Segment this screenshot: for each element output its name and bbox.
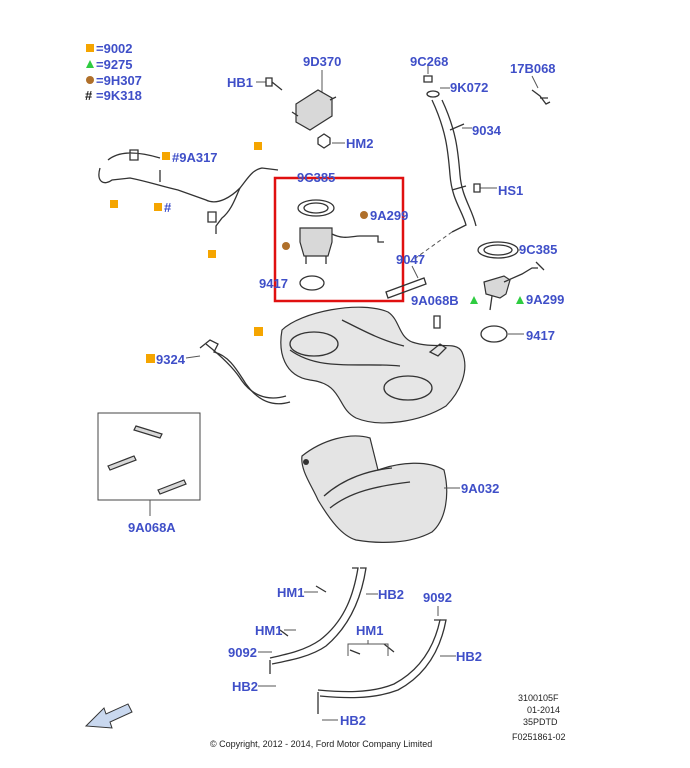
callout-HB2-c: HB2 [232, 679, 258, 694]
wiring-harness-9A317: # [98, 142, 279, 258]
legend-9275: =9275 [96, 57, 133, 72]
callout-9C268: 9C268 [410, 54, 448, 69]
callout-9A299-a: 9A299 [370, 208, 408, 223]
footer: © Copyright, 2012 - 2014, Ford Motor Com… [210, 693, 566, 749]
callout-9A032: 9A032 [461, 481, 499, 496]
callout-HB2-d: HB2 [340, 713, 366, 728]
callout-9A068A: 9A068A [128, 520, 176, 535]
tank-straps [258, 567, 456, 721]
fuel-line-9324 [146, 339, 291, 405]
legend-triangle-marker [86, 60, 94, 68]
ref-code-3: 35PDTD [523, 717, 558, 727]
callout-HB1: HB1 [227, 75, 253, 90]
callout-9092-b: 9092 [228, 645, 257, 660]
legend: =9002 =9275 =9H307 # =9K318 [85, 41, 142, 103]
callout-HS1: HS1 [498, 183, 523, 198]
highlight-box [273, 176, 405, 303]
detail-box-9A068A [97, 412, 201, 516]
callout-9C385-a: 9C385 [297, 170, 335, 185]
callout-9D370: 9D370 [303, 54, 341, 69]
orientation-arrow-icon [84, 703, 133, 729]
callout-HM1-a: HM1 [277, 585, 304, 600]
legend-9H307: =9H307 [96, 73, 142, 88]
fuel-tank [254, 306, 466, 424]
filler-pipe-9034 [409, 99, 497, 263]
fuel-pump-module-9D370 [291, 70, 337, 131]
callout-HM2: HM2 [346, 136, 373, 151]
tube-9047 [385, 265, 441, 329]
callout-9417-a: 9417 [259, 276, 288, 291]
bracket-17B068 [531, 75, 551, 105]
legend-hash-marker: # [85, 88, 93, 103]
copyright-text: © Copyright, 2012 - 2014, Ford Motor Com… [210, 739, 432, 749]
callout-HM1-c: HM1 [356, 623, 383, 638]
bolt-hb1 [256, 77, 283, 91]
filler-cap-9C268 [423, 66, 450, 98]
ref-code-4: F0251861-02 [512, 732, 566, 742]
legend-circle-marker [86, 76, 94, 84]
callout-9A068B: 9A068B [411, 293, 459, 308]
callout-HB2-b: HB2 [456, 649, 482, 664]
callout-HB2-a: HB2 [378, 587, 404, 602]
ref-code-2: 01-2014 [527, 705, 560, 715]
callout-9C385-b: 9C385 [519, 242, 557, 257]
nut-hm2 [317, 133, 345, 149]
hash-marker: # [164, 200, 172, 215]
legend-9K318: =9K318 [96, 88, 142, 103]
ref-code-1: 3100105F [518, 693, 559, 703]
legend-9002: =9002 [96, 41, 133, 56]
seal-9417 [299, 275, 325, 291]
callout-17B068: 17B068 [510, 61, 556, 76]
callout-9034: 9034 [472, 123, 502, 138]
callout-9A299-b: 9A299 [526, 292, 564, 307]
secondary-pump-assembly [470, 241, 545, 343]
fuel-pump-sender [299, 227, 333, 257]
callout-9092-a: 9092 [423, 590, 452, 605]
heat-shield-9A032 [301, 435, 460, 543]
legend-square-marker [86, 44, 94, 52]
callout-HM1-b: HM1 [255, 623, 282, 638]
callout-9A317: #9A317 [172, 150, 218, 165]
lock-ring-9C385 [297, 199, 335, 217]
callout-9K072: 9K072 [450, 80, 488, 95]
callout-9417-b: 9417 [526, 328, 555, 343]
callouts: 9D370 HB1 HM2 9C268 9K072 17B068 9034 #9… [128, 54, 564, 728]
callout-9047: 9047 [396, 252, 425, 267]
callout-9324: 9324 [156, 352, 186, 367]
